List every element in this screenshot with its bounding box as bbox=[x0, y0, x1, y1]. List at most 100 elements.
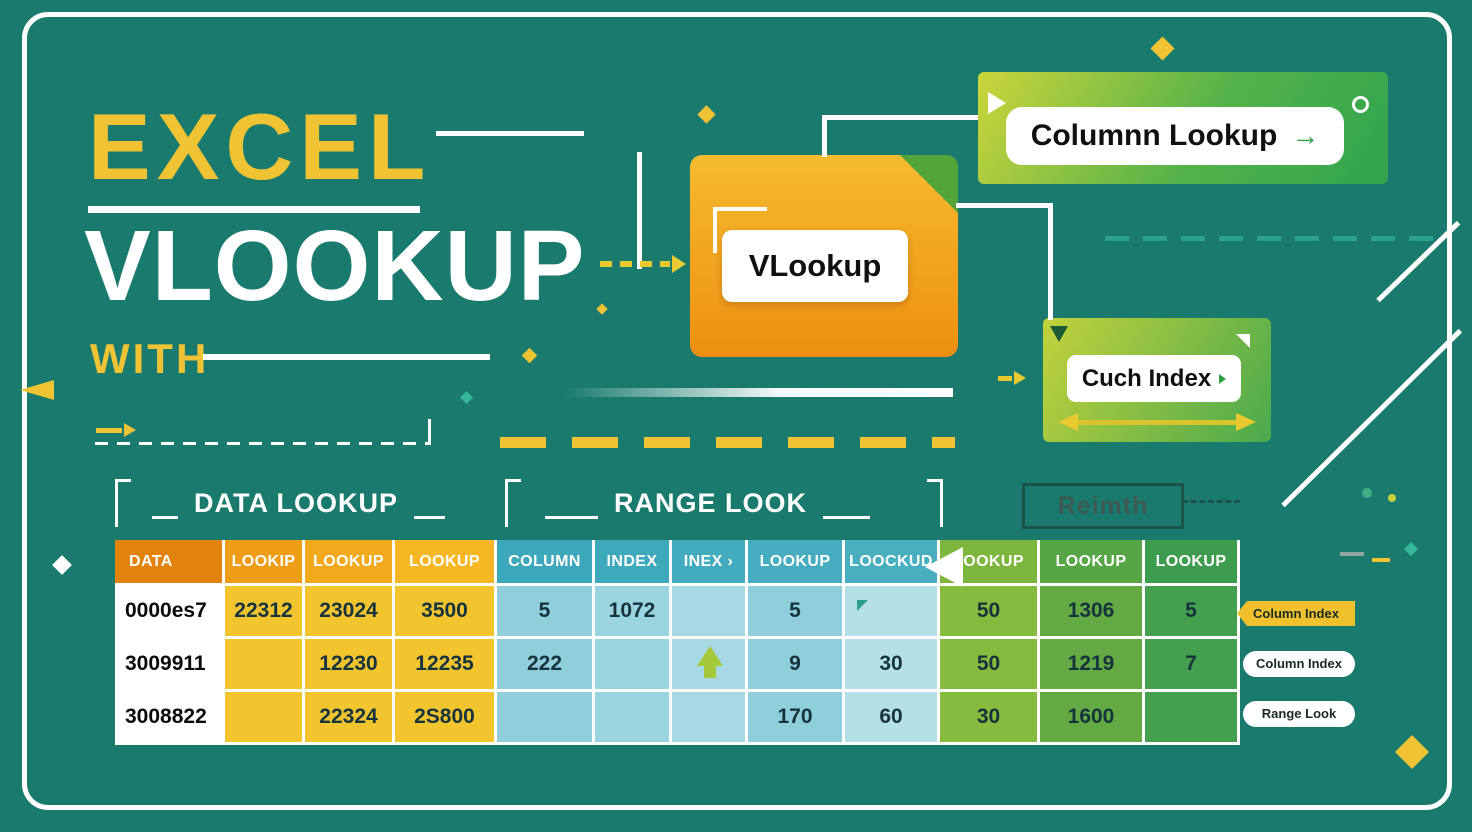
table-cell: 222 bbox=[497, 639, 595, 692]
green-up-arrow-icon bbox=[704, 666, 716, 678]
table-cell: 12230 bbox=[305, 639, 395, 692]
table-cell bbox=[595, 639, 672, 692]
arrow-left-icon bbox=[1058, 413, 1078, 431]
data-lookup-label: DATA LOOKUP bbox=[178, 486, 414, 520]
bracket-line bbox=[115, 479, 131, 482]
teal-tick-icon bbox=[857, 600, 868, 611]
table-cell: 12235 bbox=[395, 639, 497, 692]
column-index-tag: Column Index bbox=[1243, 651, 1355, 677]
table-cell bbox=[845, 586, 940, 639]
header-cell: LOOKUP bbox=[748, 540, 845, 586]
header-cell: LOOKUP bbox=[395, 540, 497, 586]
range-look-label: RANGE LOOK bbox=[598, 486, 824, 520]
table-cell: 0000es7 bbox=[115, 586, 225, 639]
play-icon bbox=[988, 92, 1006, 114]
title-vlookup: VLOOKUP bbox=[84, 210, 586, 322]
table-cell: 30 bbox=[845, 639, 940, 692]
table-cell: 7 bbox=[1145, 639, 1240, 692]
arrow-right-icon bbox=[1236, 413, 1256, 431]
connector-line bbox=[637, 152, 642, 269]
table-cell bbox=[595, 692, 672, 745]
decor-dash bbox=[998, 376, 1012, 381]
bracket-line bbox=[505, 479, 521, 482]
column-lookup-label: Columnn Lookup bbox=[1030, 119, 1278, 152]
dot-icon bbox=[1362, 488, 1372, 498]
header-cell: LOOKUP bbox=[1040, 540, 1145, 586]
small-arrow-icon bbox=[1219, 373, 1227, 384]
header-cell: LOOCKUD bbox=[845, 540, 940, 586]
white-gradient-line bbox=[565, 388, 953, 397]
connector-line bbox=[822, 115, 827, 157]
yellow-dashed-arrow bbox=[600, 261, 670, 267]
table-cell: 50 bbox=[940, 586, 1040, 639]
decor-dash bbox=[96, 428, 122, 433]
decor-dash bbox=[1340, 552, 1364, 556]
table-cell: 5 bbox=[497, 586, 595, 639]
teal-dashed-line bbox=[1105, 236, 1435, 241]
connector-line bbox=[1048, 203, 1053, 320]
table-cell: 1306 bbox=[1040, 586, 1145, 639]
table-cell: 2S800 bbox=[395, 692, 497, 745]
table-cell: 22324 bbox=[305, 692, 395, 745]
arrow-right-icon bbox=[124, 423, 136, 437]
table-cell: 3500 bbox=[395, 586, 497, 639]
range-look-tag: Range Look bbox=[1243, 701, 1355, 727]
table-cell bbox=[225, 692, 305, 745]
header-cell: INEX › bbox=[672, 540, 748, 586]
arrow-right-icon bbox=[1014, 371, 1026, 385]
header-cell: LOOKUP bbox=[305, 540, 395, 586]
arrow-right-icon bbox=[672, 255, 686, 273]
table-cell: 30 bbox=[940, 692, 1040, 745]
corner-triangle-icon bbox=[1236, 334, 1250, 348]
decor-dash bbox=[1372, 558, 1390, 562]
bracket-line bbox=[940, 479, 943, 527]
table-cell bbox=[497, 692, 595, 745]
table-cell bbox=[1145, 692, 1240, 745]
table-cell: 170 bbox=[748, 692, 845, 745]
table-cell: 1219 bbox=[1040, 639, 1145, 692]
title-underline bbox=[88, 206, 420, 213]
title-excel: EXCEL bbox=[88, 94, 432, 199]
header-cell: LOOKUP bbox=[1145, 540, 1240, 586]
bracket-line bbox=[505, 479, 508, 527]
header-cell: INDEX bbox=[595, 540, 672, 586]
double-arrow-bar bbox=[1076, 420, 1236, 425]
table-cell: 3009911 bbox=[115, 639, 225, 692]
decor-line bbox=[436, 131, 584, 136]
column-lookup-pill: Columnn Lookup → bbox=[1006, 107, 1344, 165]
header-cell: DATA bbox=[115, 540, 225, 586]
table-cell bbox=[672, 586, 748, 639]
arrow-right-icon: → bbox=[1291, 120, 1320, 151]
decor-line bbox=[713, 207, 717, 253]
white-dashed-line bbox=[95, 442, 430, 445]
table-cell: 60 bbox=[845, 692, 940, 745]
table-cell: 1600 bbox=[1040, 692, 1145, 745]
border-frame bbox=[22, 12, 1452, 810]
header-cell: LOOKIP bbox=[225, 540, 305, 586]
column-index-tag: Column Index bbox=[1237, 601, 1355, 626]
table-cell bbox=[672, 692, 748, 745]
table-cell: 50 bbox=[940, 639, 1040, 692]
connector-line bbox=[822, 115, 978, 120]
table-cell: 1072 bbox=[595, 586, 672, 639]
circle-icon bbox=[1352, 96, 1369, 113]
cuch-index-label: Cuch Index bbox=[1081, 364, 1212, 392]
dot-icon bbox=[1388, 494, 1396, 502]
dashed-line bbox=[1182, 500, 1240, 503]
table-cell: 3008822 bbox=[115, 692, 225, 745]
table-cell: 22312 bbox=[225, 586, 305, 639]
cuch-index-pill: Cuch Index bbox=[1067, 355, 1241, 402]
bracket-line bbox=[927, 479, 943, 482]
table-cell: 9 bbox=[748, 639, 845, 692]
white-dash-corner bbox=[428, 419, 431, 445]
reimth-box: Reimth bbox=[1022, 483, 1184, 529]
white-left-arrow-icon bbox=[925, 547, 963, 587]
connector-line bbox=[956, 203, 1053, 208]
table-cell: 5 bbox=[748, 586, 845, 639]
